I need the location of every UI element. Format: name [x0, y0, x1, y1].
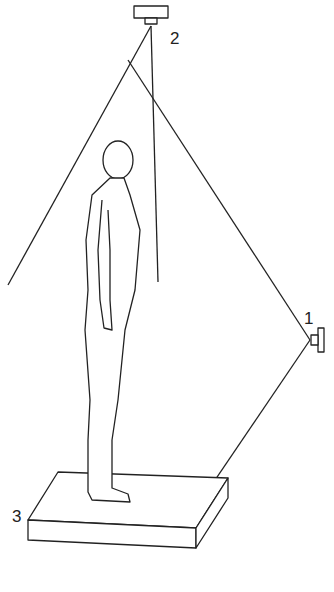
sensor-head — [311, 335, 318, 345]
callout-number: 3 — [12, 508, 21, 525]
callout-number: 2 — [170, 30, 179, 47]
platform-side — [196, 478, 228, 548]
person-arm — [98, 200, 112, 330]
platform-front — [28, 520, 196, 548]
spacer — [60, 495, 100, 505]
camera-body — [134, 6, 168, 18]
person-head — [103, 141, 133, 179]
wall-mount — [318, 328, 324, 352]
view-cone-line — [151, 26, 158, 282]
callout-number: 1 — [304, 310, 313, 327]
person-body — [85, 178, 140, 502]
camera-lens — [145, 18, 157, 24]
beam-line — [128, 60, 310, 340]
